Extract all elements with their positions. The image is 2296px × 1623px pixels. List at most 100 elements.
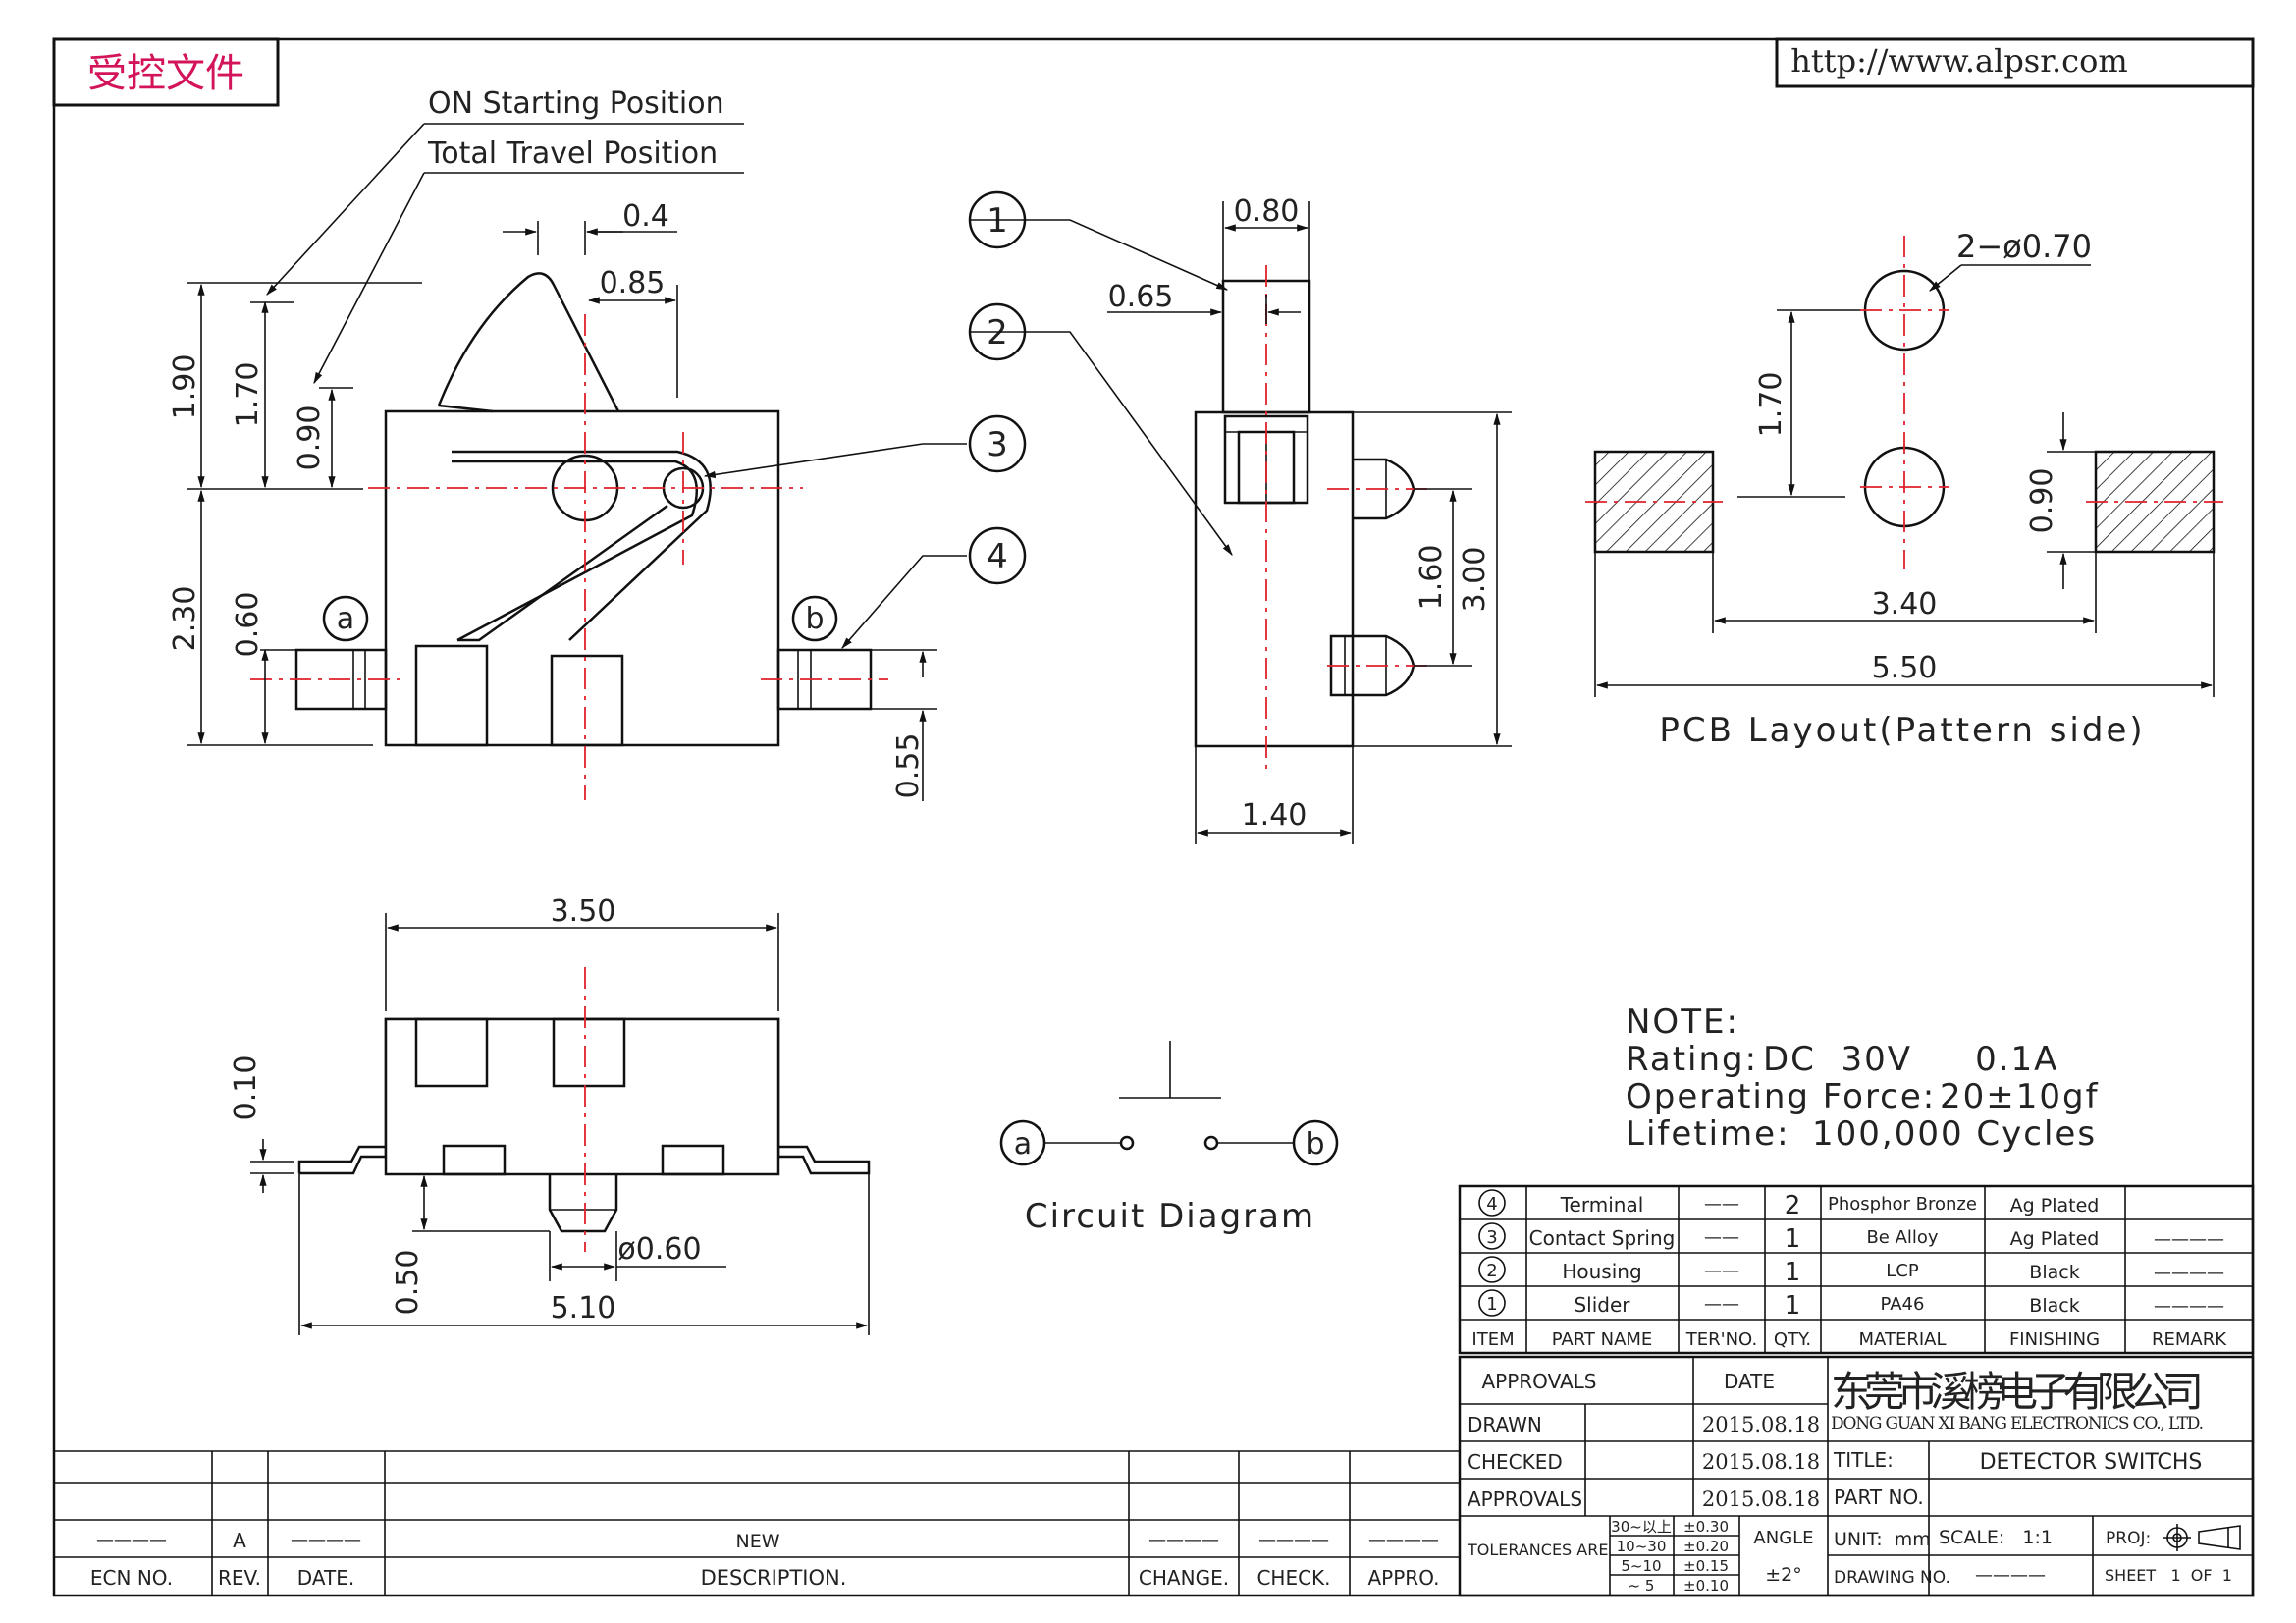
bom-qty: 1 — [1785, 1258, 1801, 1287]
bom-item: 4 — [1486, 1194, 1497, 1215]
tb-date-header: DATE — [1724, 1370, 1775, 1393]
bom-part-name: Housing — [1562, 1260, 1641, 1283]
website-box: http://www.alpsr.com — [1775, 37, 2255, 88]
bom-row: 2 Housing —— 1 LCP Black ———— — [1478, 1256, 2224, 1287]
controlled-document-stamp: 受控文件 — [52, 37, 280, 107]
bom-row: 3 Contact Spring —— 1 Be Alloy Ag Plated… — [1478, 1222, 2224, 1254]
pcb-dim-1-70: 1.70 — [1754, 372, 1789, 438]
terminal-b-marker: b — [791, 595, 838, 642]
pcb-dim-3-40: 3.40 — [1872, 587, 1938, 622]
rev-change-dash: ———— — [1148, 1530, 1219, 1550]
rev-value: A — [233, 1529, 246, 1552]
bom-material: PA46 — [1881, 1294, 1925, 1315]
front-view: ON Starting Position Total Travel Positi… — [168, 86, 967, 801]
bom-header-ter-no: TER'NO. — [1685, 1329, 1757, 1350]
note-life-label: Lifetime: — [1626, 1114, 1790, 1154]
tb-title-label: TITLE: — [1833, 1448, 1894, 1472]
tb-proj: PROJ: — [2106, 1529, 2151, 1548]
dim-0-60: 0.60 — [231, 592, 265, 658]
note-heading: NOTE: — [1626, 1002, 1739, 1042]
balloon-4-label: 4 — [987, 537, 1008, 576]
callout-total-travel-position: Total Travel Position — [427, 136, 718, 171]
terminal-a-marker: a — [322, 595, 369, 642]
revision-block: ———— A ———— NEW ———— ———— ———— ECN NO. R… — [54, 1450, 1460, 1596]
note-life-value: 100,000 Cycles — [1812, 1114, 2097, 1154]
bom-item: 2 — [1486, 1261, 1497, 1281]
tb-angle-value: ±2° — [1765, 1564, 1802, 1586]
callout-on-starting-position: ON Starting Position — [428, 86, 724, 121]
rev-ecn-header: ECN NO. — [90, 1566, 173, 1590]
bom-header-qty: QTY. — [1774, 1329, 1811, 1350]
bom-row: 4 Terminal —— 2 Phosphor Bronze Ag Plate… — [1478, 1189, 2100, 1220]
tb-part-no-label: PART NO. — [1834, 1486, 1924, 1509]
dim-0-10: 0.10 — [229, 1055, 263, 1121]
bom-table: 4 Terminal —— 2 Phosphor Bronze Ag Plate… — [1458, 1184, 2255, 1355]
tb-drawn: DRAWN — [1468, 1413, 1542, 1436]
dim-0-50: 0.50 — [391, 1250, 425, 1316]
dim-holes: 2−ø0.70 — [1956, 228, 2092, 265]
pcb-dim-5-50: 5.50 — [1872, 651, 1938, 685]
dim-1-40: 1.40 — [1242, 798, 1308, 833]
bom-finishing: Ag Plated — [2010, 1228, 2100, 1250]
bom-header-remark: REMARK — [2152, 1329, 2227, 1350]
dim-0-4: 0.4 — [622, 199, 669, 234]
balloon-3: 3 — [968, 414, 1027, 473]
rev-description-header: DESCRIPTION. — [701, 1566, 847, 1590]
bom-ter-no: —— — [1704, 1261, 1739, 1281]
bottom-view: 3.50 0.10 0.50 ø0.60 5.10 — [229, 894, 871, 1335]
tb-checked: CHECKED — [1468, 1450, 1563, 1474]
tb-scale: SCALE: 1:1 — [1939, 1527, 2053, 1548]
bom-finishing: Ag Plated — [2010, 1195, 2100, 1217]
tb-drawing-no: DRAWING NO. — [1834, 1568, 1950, 1588]
tb-title-value: DETECTOR SWITCHS — [1980, 1450, 2203, 1475]
side-view: 0.80 0.65 1.60 3.00 1.40 — [970, 194, 1512, 844]
rev-rev-header: REV. — [218, 1566, 261, 1590]
company-name-en: DONG GUAN XI BANG ELECTRONICS CO., LTD. — [1831, 1414, 2204, 1434]
pcb-dim-0-90: 0.90 — [2025, 468, 2059, 534]
bom-material: LCP — [1886, 1261, 1919, 1281]
tol-range: ~ 5 — [1629, 1577, 1655, 1595]
circuit-caption: Circuit Diagram — [1025, 1197, 1315, 1236]
rev-date-dash: ———— — [291, 1530, 361, 1550]
bom-remark: ———— — [2154, 1229, 2224, 1250]
bom-ter-no: —— — [1704, 1294, 1739, 1315]
tol-range: 5~10 — [1621, 1557, 1661, 1575]
rev-appro-header: APPRO. — [1368, 1566, 1440, 1590]
balloon-4: 4 — [968, 526, 1027, 585]
bom-header-material: MATERIAL — [1859, 1329, 1947, 1350]
rev-check-dash: ———— — [1258, 1530, 1329, 1550]
dim-1-70: 1.70 — [231, 362, 265, 428]
bom-part-name: Contact Spring — [1529, 1226, 1676, 1250]
tol-range: 10~30 — [1617, 1538, 1667, 1555]
tb-sheet: SHEET 1 OF 1 — [2105, 1566, 2232, 1585]
circuit-b-label: b — [1306, 1127, 1324, 1162]
note-rating-label: Rating: — [1626, 1040, 1758, 1079]
rev-appro-dash: ———— — [1368, 1530, 1439, 1550]
note-rating-value: DC 30V 0.1A — [1763, 1040, 2058, 1079]
notes: NOTE: Rating: DC 30V 0.1A Operating Forc… — [1626, 1002, 2098, 1154]
tol-value: ±0.10 — [1683, 1577, 1729, 1595]
stamp-text: 受控文件 — [87, 51, 244, 96]
bom-header-part-name: PART NAME — [1552, 1329, 1653, 1350]
rev-change-header: CHANGE. — [1139, 1566, 1229, 1590]
bom-ter-no: —— — [1704, 1194, 1739, 1215]
circuit-a-label: a — [1014, 1127, 1032, 1162]
tb-drawing-no-dash: ———— — [1975, 1565, 2046, 1586]
dim-3-50: 3.50 — [551, 894, 616, 929]
tb-tolerances-label: TOLERANCES ARE — [1467, 1541, 1608, 1559]
dim-0-85: 0.85 — [600, 266, 666, 300]
note-force-label: Operating Force: — [1626, 1077, 1936, 1116]
projection-symbol-icon — [2163, 1524, 2241, 1551]
rev-ecn-dash: ———— — [96, 1530, 167, 1550]
tb-approvals-date: 2015.08.18 — [1702, 1488, 1820, 1511]
dim-1-90: 1.90 — [168, 354, 202, 420]
bom-material: Be Alloy — [1866, 1227, 1938, 1248]
marker-b-label: b — [805, 602, 824, 636]
bom-ter-no: —— — [1704, 1227, 1739, 1248]
dim-dia-0-60: ø0.60 — [617, 1232, 701, 1267]
tol-range: 30~以上 — [1611, 1518, 1672, 1536]
rev-check-header: CHECK. — [1256, 1566, 1330, 1590]
dim-1-60: 1.60 — [1415, 545, 1449, 611]
bom-header-finishing: FINISHING — [2009, 1329, 2100, 1350]
